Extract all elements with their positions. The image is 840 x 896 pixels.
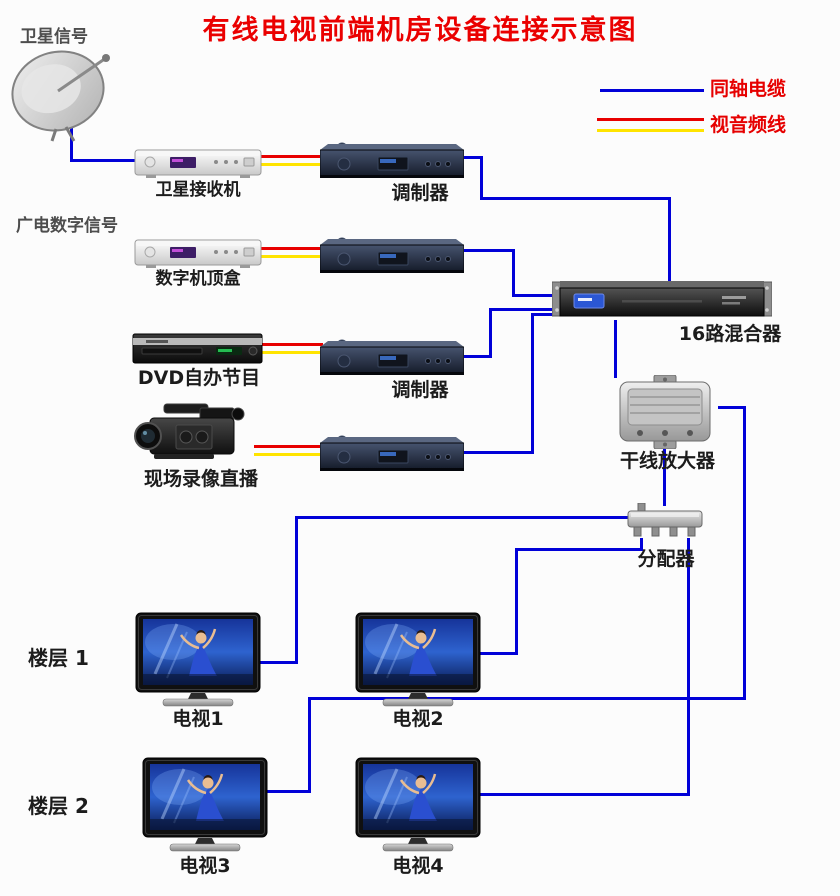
tv-2-label: 电视2 (392, 708, 444, 730)
tv-3-label: 电视3 (179, 855, 231, 877)
legend-coaxial-line (600, 89, 704, 92)
satellite-signal-label: 卫星信号 (20, 27, 88, 47)
coax-line-mod2 (512, 249, 515, 297)
legend-video-line (597, 118, 704, 121)
modulator-2-icon (320, 235, 464, 275)
legend-audio-line (597, 129, 704, 132)
modulator-3-icon (320, 337, 464, 377)
coax-line-amp-tv3 (266, 790, 311, 793)
tv-4-icon (355, 757, 481, 853)
satellite-dish-icon (8, 45, 120, 143)
mixer-icon (552, 276, 772, 322)
amplifier-label: 干线放大器 (619, 450, 715, 472)
coax-line-splitter-tv2 (640, 538, 643, 551)
set-top-box-icon (134, 236, 262, 269)
coax-line-splitter-tv1 (295, 516, 629, 519)
coax-line-amp-splitter (663, 446, 666, 506)
legend-av-label: 视音频线 (710, 114, 787, 136)
coax-line-mod1 (480, 197, 671, 200)
tv-2-icon (355, 612, 481, 708)
video-line-stb-mod2 (258, 247, 323, 250)
audio-line-stb-mod2 (258, 255, 323, 258)
tv-3-icon (142, 757, 268, 853)
dvd-player-icon (132, 329, 263, 367)
coax-line-splitter-tv1 (295, 516, 298, 664)
coax-line-mod4 (462, 451, 534, 454)
coax-line-splitter-tv1 (260, 661, 298, 664)
live-camera-label: 现场录像直播 (143, 468, 258, 490)
satellite-receiver-label: 卫星接收机 (155, 180, 241, 200)
coax-line-mod2 (512, 294, 557, 297)
coax-line-mixer-amp (614, 320, 617, 378)
trunk-amplifier-icon (610, 375, 720, 449)
satellite-receiver-icon (134, 146, 262, 179)
modulator-4-icon (320, 433, 464, 473)
coax-line-mod3 (462, 355, 492, 358)
modulator-3-label: 调制器 (391, 379, 449, 401)
coax-line-mod3 (489, 308, 557, 311)
coax-line-amp-tv3 (308, 697, 746, 700)
coax-line-mod1 (480, 156, 483, 200)
coax-line-splitter-tv2 (515, 548, 643, 551)
coax-line-splitter-tv2 (480, 652, 518, 655)
tv-4-label: 电视4 (392, 855, 444, 877)
video-line-dvd-mod3 (259, 343, 323, 346)
diagram-title: 有线电视前端机房设备连接示意图 (202, 15, 638, 46)
coax-line-dish (70, 118, 73, 162)
coax-line-mod3 (489, 308, 492, 358)
mixer-label: 16路混合器 (678, 323, 782, 345)
modulator-1-icon (320, 140, 464, 180)
coax-line-mod4 (531, 313, 557, 316)
coax-line-amp-tv3 (743, 406, 746, 700)
splitter-label: 分配器 (637, 548, 695, 570)
modulator-1-label: 调制器 (391, 182, 449, 204)
coax-line-mod2 (462, 249, 515, 252)
digital-signal-label: 广电数字信号 (16, 216, 118, 236)
coax-line-splitter-tv2 (515, 548, 518, 655)
coax-line-amp-tv3 (718, 406, 746, 409)
audio-line-dvd-mod3 (259, 351, 323, 354)
dvd-label: DVD自办节目 (137, 367, 261, 389)
coax-line-dish (70, 159, 137, 162)
video-line-camera-mod4 (254, 445, 323, 448)
coax-line-amp-tv3 (308, 697, 311, 793)
splitter-icon (626, 503, 704, 541)
set-top-box-label: 数字机顶盒 (155, 269, 241, 289)
floor-2-label: 楼层 2 (28, 794, 89, 818)
coax-line-mod1 (462, 156, 483, 159)
audio-line-camera-mod4 (254, 453, 323, 456)
floor-1-label: 楼层 1 (28, 646, 89, 670)
tv-1-label: 电视1 (172, 708, 224, 730)
coax-line-mod1 (668, 197, 671, 283)
tv-1-icon (135, 612, 261, 708)
audio-line-receiver-mod1 (258, 163, 323, 166)
coax-line-mod4 (531, 313, 534, 454)
video-camera-icon (134, 398, 260, 468)
coax-line-splitter-tv4 (480, 793, 690, 796)
video-line-receiver-mod1 (258, 155, 323, 158)
legend-coaxial-label: 同轴电缆 (710, 78, 787, 100)
coax-line-splitter-tv4 (687, 538, 690, 796)
